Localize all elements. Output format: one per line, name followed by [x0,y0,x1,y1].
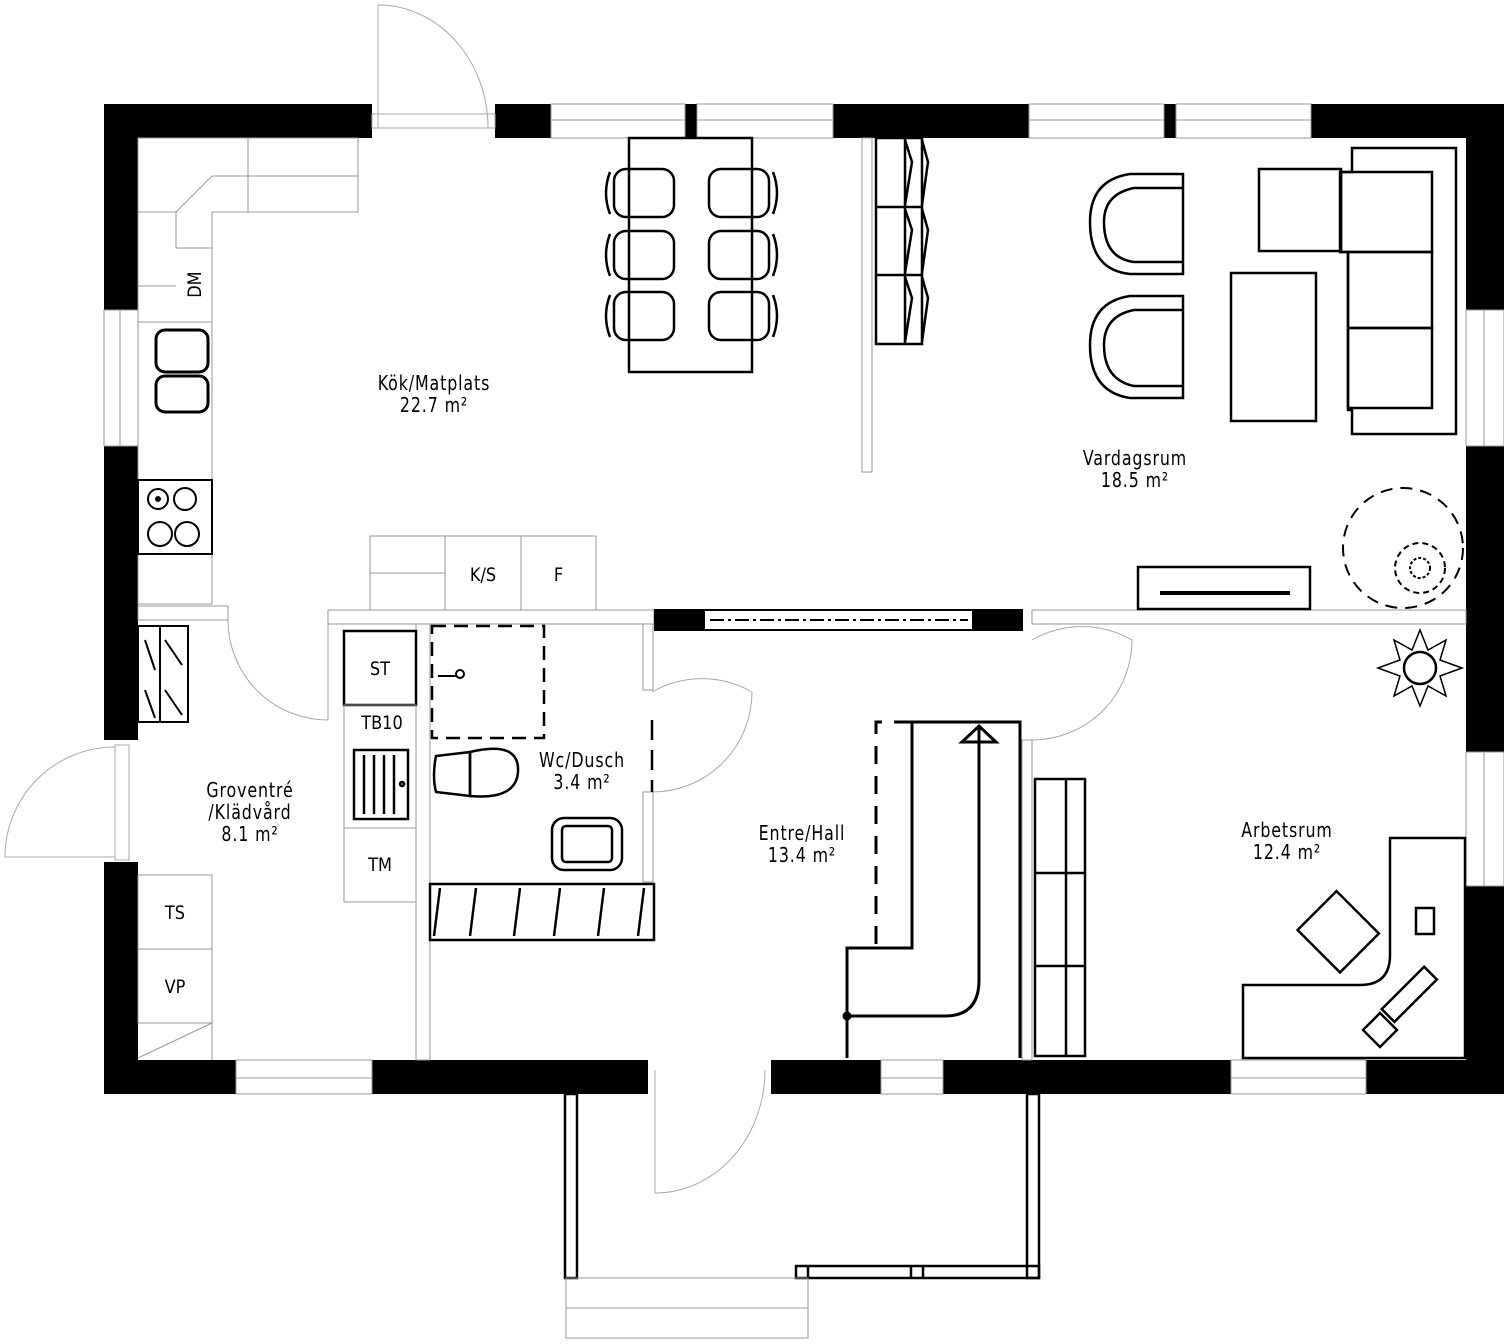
room-area: 12.4 m² [1252,840,1322,864]
wardrobe-hall [1033,777,1087,1058]
stove-icon [137,479,213,555]
room-name: Kök/Matplats [377,371,491,395]
wardrobe-groventre [137,625,189,723]
kitchen-counter [137,137,597,611]
tb10-label: TB10 [361,712,403,734]
doors [4,4,1133,1194]
stove-fireplace-icon [1342,487,1464,609]
room-label-arbetsrum: Arbetsrum 12.4 m² [1208,819,1366,863]
porch-steps [565,1277,809,1339]
desk [1241,836,1467,1060]
exterior-walls [104,104,1504,1094]
sofa-and-table [1229,146,1458,436]
dishwasher-label: DM [184,271,206,298]
bathroom-fixtures [428,624,656,942]
st-label: ST [369,658,391,680]
dining-table [604,136,779,374]
room-name: Arbetsrum [1241,818,1333,842]
shower-tap-icon [438,669,465,679]
room-label-vardagsrum: Vardagsrum 18.5 m² [1056,447,1214,491]
room-name: Vardagsrum [1082,446,1188,470]
armchairs [1088,172,1185,400]
laundry-area [342,629,418,821]
room-area: 18.5 m² [1100,468,1170,492]
room-area: 8.1 m² [221,822,279,846]
staircase [842,720,1022,1058]
drying-cabinet-label: TS [164,902,186,924]
porch [563,1092,1041,1280]
room-label-entre: Entre/Hall 13.4 m² [723,822,881,866]
room-label-groventre: Groventré /Klädvård 8.1 m² [171,779,329,845]
wardrobe-living [874,136,930,346]
dryer-label: TM [368,854,392,876]
sliding-wall [654,609,1023,631]
room-name: Groventré [206,778,294,802]
laundry-cabinets [137,704,417,1060]
freezer-label: F [553,564,564,586]
fridge-freezer-label: K/S [469,564,497,586]
interior-walls [137,137,1467,1061]
room-label-wc: Wc/Dusch 3.4 m² [503,749,661,793]
tv-bench [1136,565,1312,611]
room-area: 3.4 m² [553,770,611,794]
room-name: /Klädvård [208,800,292,824]
room-area: 22.7 m² [399,393,469,417]
plant-icon [1375,627,1465,709]
sink-icon [154,328,210,414]
room-label-kok: Kök/Matplats 22.7 m² [355,372,513,416]
heat-pump-label: VP [164,976,186,998]
room-name: Entre/Hall [758,821,846,845]
room-name: Wc/Dusch [539,748,625,772]
windows [103,103,1504,1095]
room-area: 13.4 m² [767,843,837,867]
